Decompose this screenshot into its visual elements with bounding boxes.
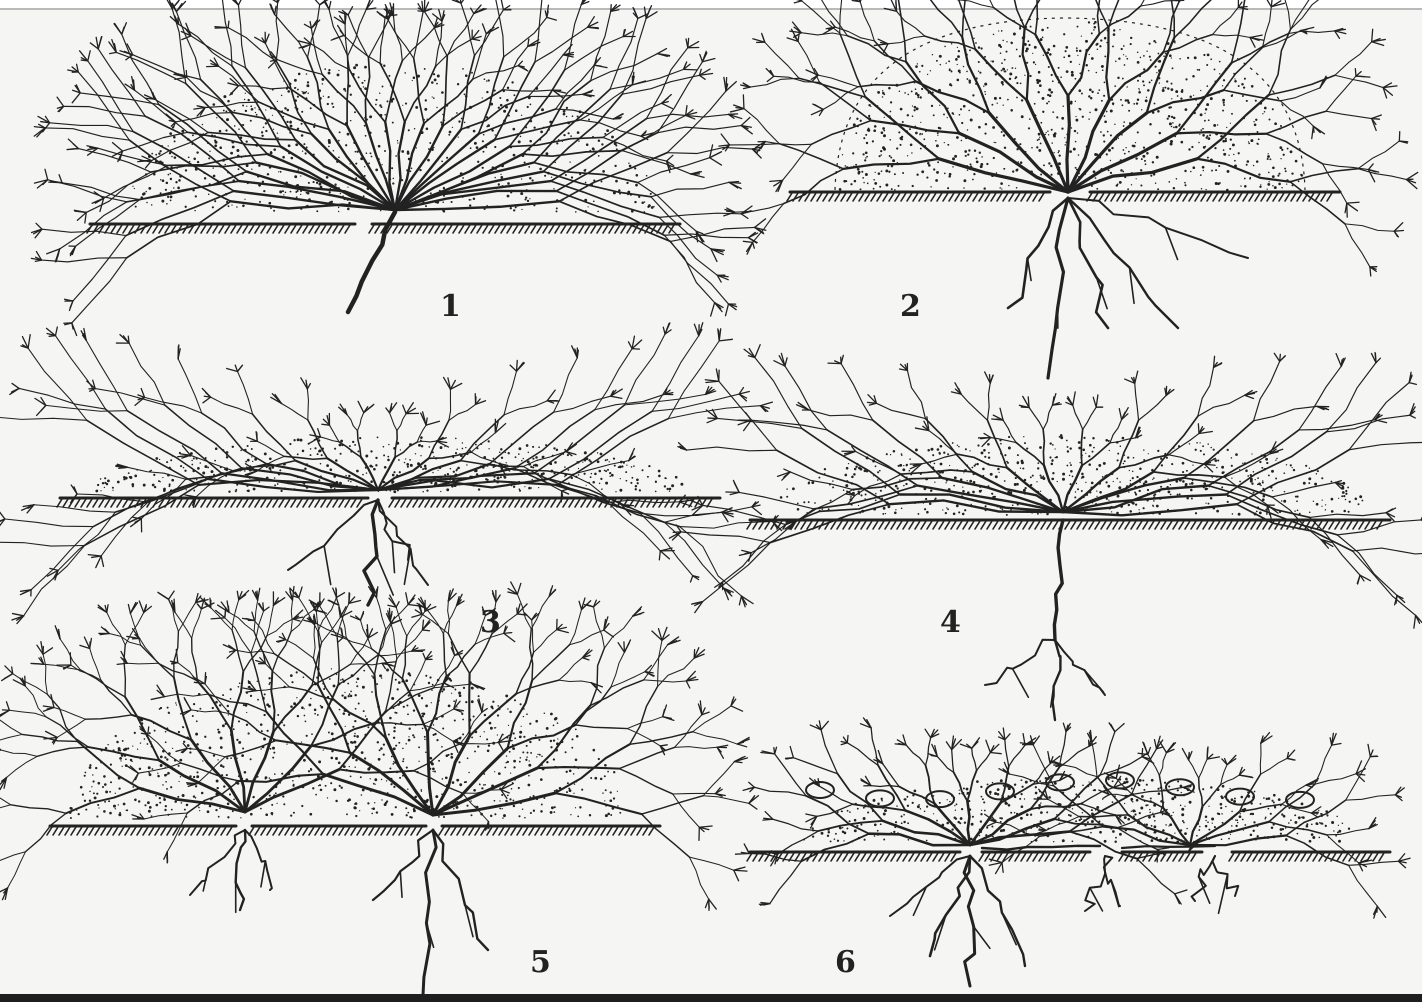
panel-6-label: 6 <box>835 945 856 980</box>
panel-2-label: 2 <box>900 289 921 324</box>
panel-2-dome-crown-fibrous-roots <box>719 0 1418 378</box>
bottom-border <box>0 994 1422 1002</box>
panel-5-label: 5 <box>530 945 551 980</box>
panel-1-label: 1 <box>440 289 461 324</box>
panel-1-fan-crown <box>31 0 765 335</box>
panel-3-label: 3 <box>480 605 501 640</box>
panel-5-two-stemmed-dome <box>0 582 758 995</box>
panel-4-low-dome-taproot <box>669 345 1422 720</box>
panel-3-flat-crown <box>0 323 782 624</box>
panel-4-label: 4 <box>940 605 961 640</box>
